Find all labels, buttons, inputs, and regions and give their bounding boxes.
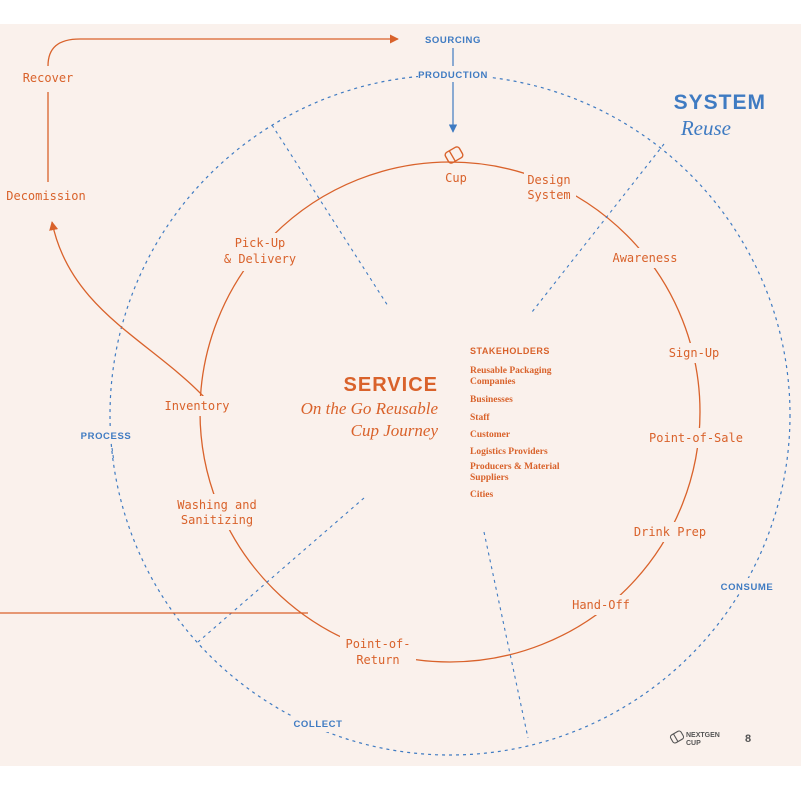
nextgen-cup-logo-icon (669, 730, 685, 744)
phase-production: PRODUCTION (418, 70, 488, 81)
cup-icon (444, 146, 464, 164)
stakeholder-item: Customer (470, 430, 511, 440)
step-decomission: Decomission (6, 189, 85, 203)
footer-brand-line2: CUP (686, 740, 701, 747)
step-recover: Recover (23, 71, 74, 85)
stage-inventory: Inventory (164, 399, 229, 413)
service-subtitle-line1: On the Go Reusable (301, 399, 439, 418)
label-backgrounds (0, 66, 778, 732)
stakeholder-item-cont: Companies (470, 377, 516, 387)
page-number: 8 (745, 733, 751, 745)
stakeholder-item: Logistics Providers (470, 447, 548, 457)
divider-line (483, 531, 529, 739)
service-subtitle-line2: Cup Journey (351, 421, 439, 440)
stage-pickup-line2: & Delivery (224, 252, 296, 266)
stage-washing-line1: Washing and (177, 498, 256, 512)
page-panel: SOURCING PRODUCTION PROCESS CONSUME COLL… (0, 24, 801, 766)
recover-to-sourcing-arrow (47, 34, 399, 67)
stakeholder-item: Cities (470, 490, 494, 500)
divider-line (197, 497, 365, 643)
system-subtitle: Reuse (680, 116, 731, 140)
stage-design-system-line2: System (527, 188, 570, 202)
reuse-system-diagram: SOURCING PRODUCTION PROCESS CONSUME COLL… (0, 34, 791, 756)
divider-tick (111, 447, 115, 463)
divider-line (531, 143, 665, 313)
stage-point-of-sale: Point-of-Sale (649, 431, 743, 445)
stakeholder-item: Producers & Material (470, 462, 560, 472)
phase-sourcing: SOURCING (425, 35, 481, 46)
stage-hand-off: Hand-Off (572, 598, 630, 612)
stage-washing-line2: Sanitizing (181, 513, 253, 527)
phase-process: PROCESS (81, 431, 132, 442)
stage-drink-prep: Drink Prep (634, 525, 706, 539)
stakeholder-item-cont: Suppliers (470, 473, 509, 483)
phase-collect: COLLECT (293, 719, 342, 730)
footer-brand-line1: NEXTGEN (686, 732, 720, 739)
stakeholder-item: Businesses (470, 395, 513, 405)
stage-point-of-return-line2: Return (356, 653, 399, 667)
inventory-to-decomission-arrow (49, 221, 206, 399)
phase-consume: CONSUME (721, 582, 774, 593)
stakeholder-item: Staff (470, 413, 490, 423)
service-title: SERVICE (344, 374, 438, 396)
stakeholders-list: Reusable Packaging Companies Businesses … (470, 366, 560, 500)
stage-pickup-line1: Pick-Up (235, 236, 286, 250)
stakeholders-title: STAKEHOLDERS (470, 346, 550, 356)
system-title: SYSTEM (674, 91, 766, 114)
system-circle (109, 74, 791, 756)
stage-point-of-return-line1: Point-of- (345, 637, 410, 651)
stakeholder-item: Reusable Packaging (470, 366, 552, 376)
divider-line (271, 124, 389, 307)
stage-cup: Cup (445, 171, 467, 185)
stage-awareness: Awareness (612, 251, 677, 265)
stage-sign-up: Sign-Up (669, 346, 720, 360)
stage-design-system-line1: Design (527, 173, 570, 187)
